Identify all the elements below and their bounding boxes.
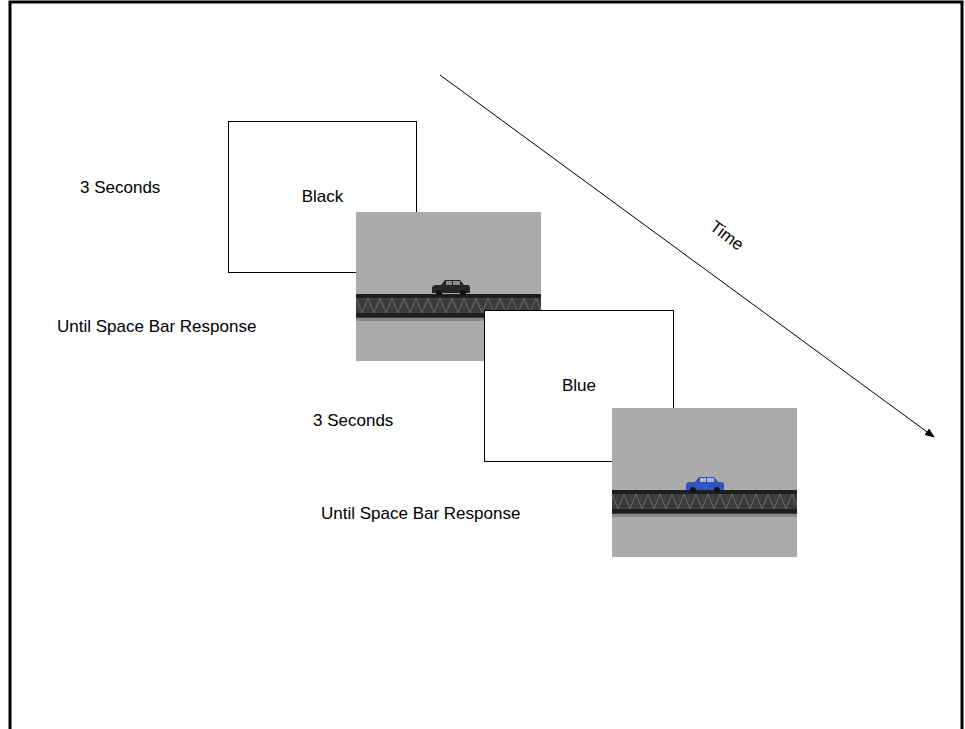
time-arrow [440, 75, 934, 437]
axis-label: Time [706, 217, 748, 255]
cue-word: Blue [562, 376, 596, 396]
frame [10, 2, 962, 729]
car-photo [612, 408, 797, 557]
cue-box: Blue [484, 310, 674, 462]
timing-label: 3 Seconds [80, 178, 160, 198]
cue-word: Black [302, 187, 344, 207]
timing-label: Until Space Bar Response [321, 504, 520, 524]
cue-box: Black [228, 121, 417, 273]
timing-label: Until Space Bar Response [57, 317, 256, 337]
timing-label: 3 Seconds [313, 411, 393, 431]
